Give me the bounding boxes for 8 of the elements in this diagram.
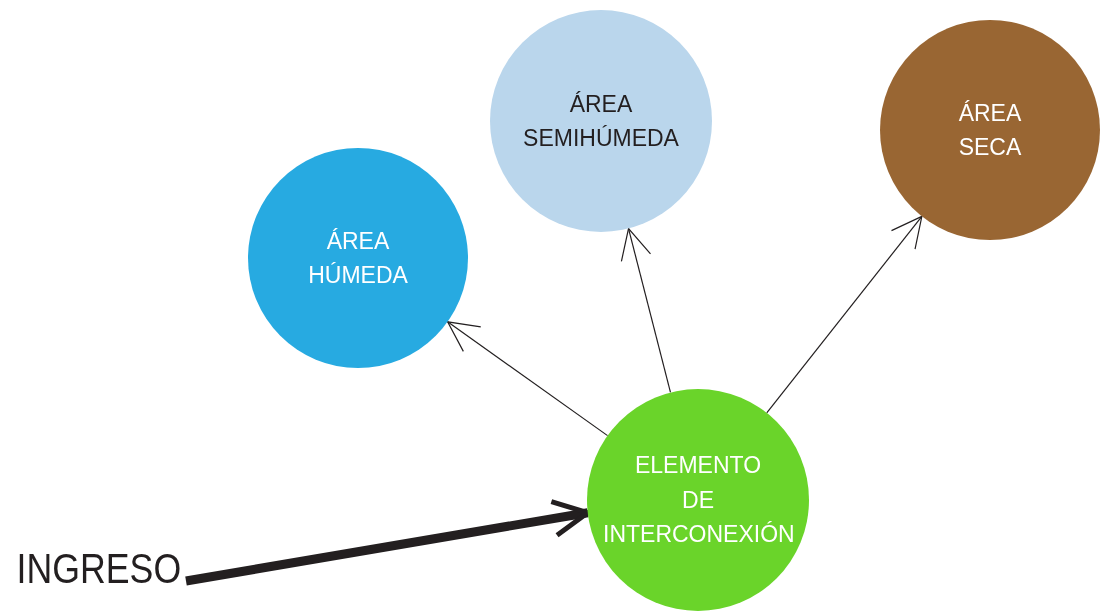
node-label: ELEMENTO DE INTERCONEXIÓN <box>603 451 793 550</box>
node-label: ÁREA SECA <box>957 98 1023 162</box>
node-label: ÁREA SEMIHÚMEDA <box>522 89 680 153</box>
arrow <box>620 227 672 394</box>
node-label: ÁREA HÚMEDA <box>307 226 409 290</box>
node-label: INGRESO <box>16 545 182 593</box>
arrow <box>766 215 923 414</box>
arrow <box>447 321 609 437</box>
